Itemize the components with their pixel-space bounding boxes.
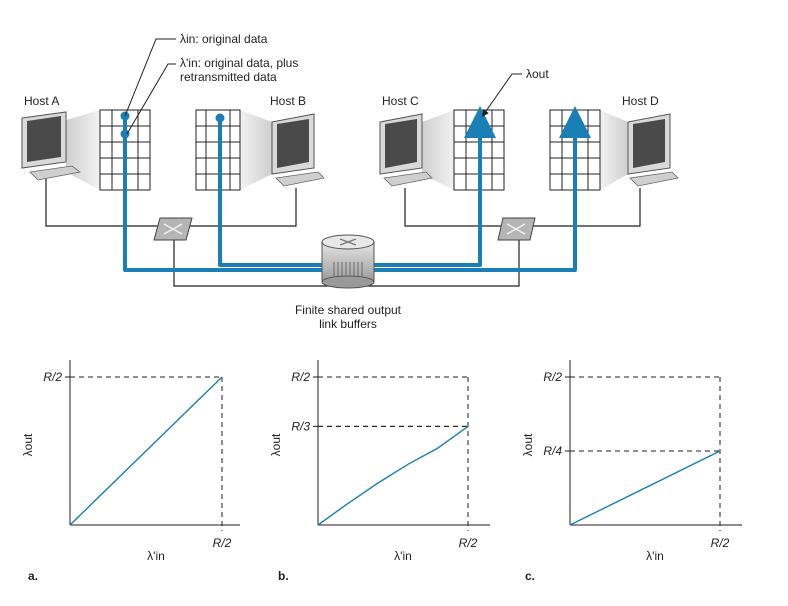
- host-b-label: Host B: [270, 94, 306, 108]
- callout-lines: [124, 38, 522, 135]
- lambda-in-prime-label-cont: retransmitted data: [180, 70, 277, 84]
- y-tick-label: R/2: [43, 370, 62, 384]
- throughput-curve: [69, 376, 223, 526]
- throughput-curve: [569, 450, 721, 526]
- throughput-curve: [317, 425, 469, 526]
- throughput-charts: R/2R/2λ'inλouta.R/2R/3R/2λ'inλoutb.R/2R/…: [21, 360, 742, 583]
- host-a-link-beam: [66, 110, 100, 190]
- x-axis-label: λ'in: [147, 549, 165, 563]
- y-tick-label: R/4: [543, 444, 562, 458]
- router-icon: [321, 234, 375, 289]
- lambda-out-label: λout: [526, 67, 549, 81]
- panel-label: b.: [278, 569, 289, 583]
- host-c-link-beam: [422, 110, 454, 190]
- buffer-caption: Finite shared output: [295, 303, 402, 317]
- host-d-computer-icon: [627, 113, 679, 187]
- buffer-caption-cont: link buffers: [319, 317, 377, 331]
- host-c-label: Host C: [382, 94, 419, 108]
- lambda-in-prime-label: λ'in: original data, plus: [180, 56, 298, 70]
- x-axis-label: λ'in: [394, 549, 412, 563]
- x-tick-label: R/2: [213, 536, 232, 550]
- left-switch-icon: [153, 217, 193, 241]
- network-scenario: Host A Host B Host C Host D λin: origina…: [21, 32, 679, 331]
- panel-label: c.: [525, 569, 535, 583]
- flow-b-origin-dot: [215, 113, 225, 123]
- y-tick-label: R/3: [291, 419, 310, 433]
- right-switch-icon: [497, 217, 536, 241]
- y-axis-label: λout: [521, 433, 535, 456]
- x-tick-label: R/2: [459, 536, 478, 550]
- x-tick-label: R/2: [711, 536, 730, 550]
- host-d-link-beam: [600, 110, 628, 190]
- y-tick-label: R/2: [543, 370, 562, 384]
- y-axis-label: λout: [21, 433, 35, 456]
- x-axis-label: λ'in: [646, 549, 664, 563]
- host-a-computer-icon: [21, 111, 81, 181]
- flow-a-origin-dot-2: [120, 129, 130, 139]
- host-b-link-beam: [240, 110, 272, 190]
- lambda-in-label: λin: original data: [180, 32, 268, 46]
- panel-label: a.: [28, 569, 38, 583]
- host-b-computer-icon: [271, 113, 325, 187]
- y-tick-label: R/2: [291, 370, 310, 384]
- host-d-label: Host D: [622, 94, 659, 108]
- y-axis-label: λout: [269, 433, 283, 456]
- host-a-label: Host A: [24, 94, 59, 108]
- host-c-computer-icon: [379, 113, 433, 187]
